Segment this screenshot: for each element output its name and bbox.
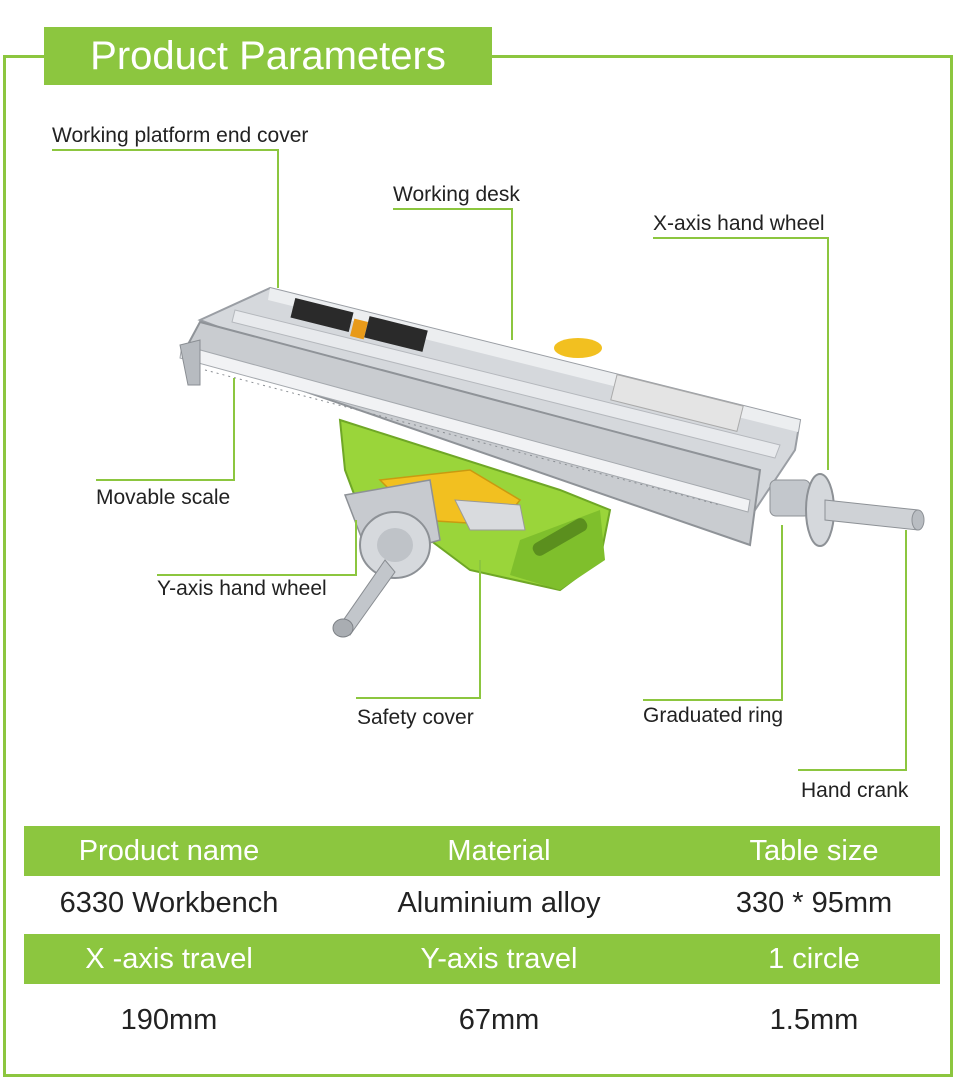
spec-value-x-axis-travel: 190mm <box>120 1004 218 1036</box>
spec-value-table-size: 330 * 95mm <box>735 887 893 919</box>
callout-working-desk: Working desk <box>393 183 520 206</box>
callout-graduated-ring: Graduated ring <box>643 704 784 727</box>
spec-value-product-name: 6330 Workbench <box>59 887 279 919</box>
spec-value-row-1: 6330 Workbench Aluminium alloy 330 * 95m… <box>24 876 940 931</box>
callout-x-axis-hand-wheel: X-axis hand wheel <box>653 212 825 235</box>
spec-header-product-name: Product name <box>78 835 260 867</box>
callout-safety-cover: Safety cover <box>357 706 474 729</box>
spec-header-y-axis-travel: Y-axis travel <box>420 943 578 975</box>
callout-y-axis-hand-wheel: Y-axis hand wheel <box>157 577 327 600</box>
spec-value-one-circle: 1.5mm <box>769 1004 859 1036</box>
callout-end-cover: Working platform end cover <box>52 124 309 147</box>
spec-header-table-size: Table size <box>749 835 879 867</box>
callout-hand-crank: Hand crank <box>801 779 909 802</box>
spec-header-material: Material <box>447 835 551 867</box>
spec-value-y-axis-travel: 67mm <box>458 1004 540 1036</box>
spec-header-row-2: X -axis travel Y-axis travel 1 circle <box>24 934 940 984</box>
product-illustration <box>52 149 925 771</box>
spec-header-x-axis-travel: X -axis travel <box>85 943 253 975</box>
callout-movable-scale: Movable scale <box>96 486 231 509</box>
page-title: Product Parameters <box>44 27 492 85</box>
spec-value-row-2: 190mm 67mm 1.5mm <box>24 993 940 1048</box>
spec-value-material: Aluminium alloy <box>397 887 601 919</box>
spec-header-row-1: Product name Material Table size <box>24 826 940 876</box>
spec-header-one-circle: 1 circle <box>768 943 860 975</box>
